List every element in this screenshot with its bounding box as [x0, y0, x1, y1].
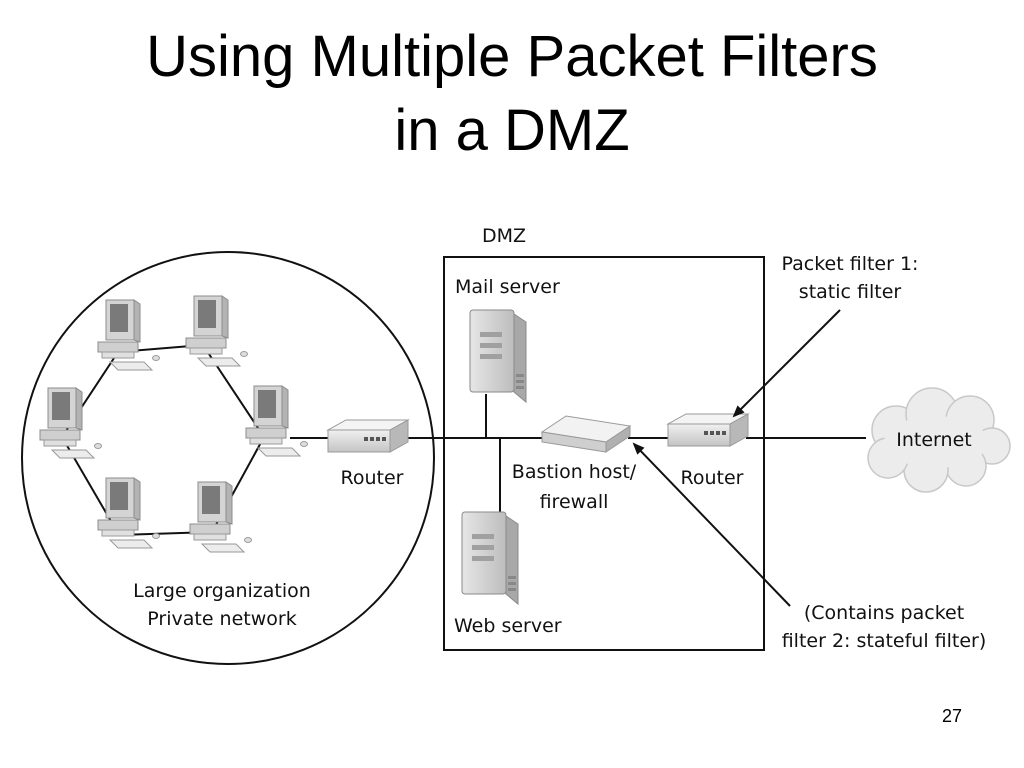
mail-server-label: Mail server — [455, 276, 560, 298]
web-server-icon — [461, 511, 519, 605]
firewall-label: firewall — [540, 491, 609, 513]
packet-filter-2-arrow — [632, 442, 791, 607]
internet-label: Internet — [896, 429, 971, 451]
network-links — [290, 394, 866, 520]
page-number: 27 — [941, 706, 963, 726]
firewall-icon — [540, 415, 632, 453]
web-server-label: Web server — [454, 615, 562, 637]
workstation-computer-icon — [245, 385, 308, 457]
packet-filter-1-arrow — [732, 309, 841, 418]
packet-filter-2-label: (Contains packet — [804, 602, 964, 624]
stateful-filter-label: filter 2: stateful filter) — [782, 630, 987, 652]
workstation-computer-icon — [185, 295, 248, 367]
internet-cloud-icon — [867, 387, 1011, 493]
title-line-1: Using Multiple Packet Filters — [146, 24, 878, 89]
workstation-computer-icon — [189, 481, 252, 553]
workstation-computer-icon — [39, 387, 102, 459]
title-line-2: in a DMZ — [394, 98, 630, 163]
router-right-label: Router — [681, 467, 744, 489]
packet-filter-1-label: Packet filter 1: — [782, 253, 919, 275]
slide-title: Using Multiple Packet Filters in a DMZ — [0, 20, 1024, 168]
workstation-computer-icon — [97, 299, 160, 371]
router-left-label: Router — [341, 467, 404, 489]
static-filter-label: static filter — [799, 281, 902, 303]
network-label-organization: Large organization — [133, 580, 311, 602]
router-left-icon — [327, 419, 409, 453]
bastion-host-label: Bastion host/ — [512, 461, 637, 483]
ring-connections — [61, 344, 265, 536]
workstation-computer-icon — [97, 477, 160, 549]
mail-server-icon — [469, 309, 527, 403]
private-network-boundary — [21, 251, 435, 665]
router-right-icon — [667, 413, 749, 447]
dmz-label: DMZ — [482, 225, 526, 247]
network-label-private: Private network — [147, 608, 296, 630]
dmz-boundary — [443, 256, 765, 651]
